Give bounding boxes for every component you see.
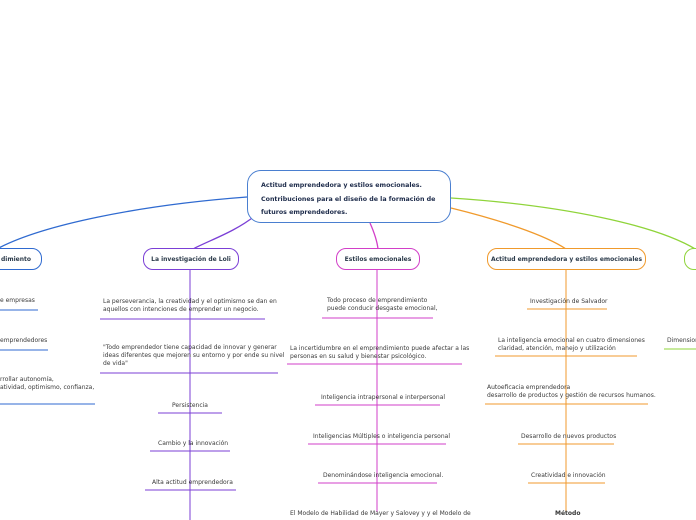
branch-4-item-7: Creatividad e innovación <box>531 472 606 479</box>
branch-2-node[interactable]: La investigación de Loli <box>143 248 239 270</box>
branch-2-item-2: aquellos con intenciones de emprender un… <box>103 306 259 313</box>
branch-4-node[interactable]: Actitud emprendedora y estilos emocional… <box>487 248 646 270</box>
branch-3-node[interactable]: Estilos emocionales <box>336 248 420 270</box>
branch-4-item-3: claridad, atención, manejo y utilización <box>498 345 616 352</box>
connector-branch-5 <box>450 197 696 251</box>
connector-branch-3 <box>369 222 379 250</box>
branch-4-title: Actitud emprendedora y estilos emocional… <box>490 255 643 263</box>
branch-3-item-3: La incertidumbre en el emprendimiento pu… <box>290 345 470 352</box>
branch-1-item-3: rrollar autonomía, <box>0 376 54 383</box>
branch-3-item-1: Todo proceso de emprendimiento <box>327 297 428 304</box>
branch-4-item-2: La inteligencia emocional en cuatro dime… <box>498 337 645 344</box>
branch-4-item-4: Autoeficacia emprendedora <box>487 384 571 391</box>
branch-2-title: La investigación de Loli <box>151 255 231 263</box>
connector-branch-2 <box>192 214 257 250</box>
connector-branch-4 <box>450 207 567 250</box>
branch-3-title: Estilos emocionales <box>344 255 412 263</box>
branch-2-item-1: La perseverancia, la creatividad y el op… <box>103 298 277 305</box>
branch-2-item-4: ideas diferentes que mejoren su entorno … <box>103 352 285 359</box>
branch-1-item-4: atividad, optimismo, confianza, <box>0 384 95 391</box>
branch-3-item-5: Inteligencia intrapersonal e interperson… <box>321 394 446 401</box>
branch-2-item-6: Persistencia <box>172 402 208 409</box>
central-topic[interactable]: Actitud emprendedora y estilos emocional… <box>247 170 451 223</box>
branch-1-item-1: e empresas <box>0 297 35 304</box>
central-topic-line-1: Actitud emprendedora y estilos emocional… <box>261 182 422 189</box>
branch-1-node[interactable]: dimiento <box>0 248 42 270</box>
branch-3-item-2: puede conducir desgaste emocional, <box>327 305 438 312</box>
branch-2-item-7: Cambio y la innovación <box>158 440 229 447</box>
branch-3-item-6: Inteligencias Múltiples o inteligencia p… <box>313 433 450 440</box>
central-topic-line-2: Contribuciones para el diseño de la form… <box>261 195 436 203</box>
branch-4-item-5: desarrollo de productos y gestión de rec… <box>487 392 656 399</box>
branch-4-item-6: Desarrollo de nuevos productos <box>521 433 617 440</box>
branch-1-item-2: emprendedores <box>0 337 48 344</box>
branch-4-item-1: Investigación de Salvador <box>530 298 608 305</box>
branch-3-item-4: personas en su salud y bienestar psicoló… <box>290 353 427 360</box>
branch-2-item-8: Alta actitud emprendedora <box>152 479 233 486</box>
connector-branch-1 <box>0 196 248 249</box>
branch-5-item-1: Dimension <box>667 337 696 344</box>
branch-3-item-7: Denominándose inteligencia emocional. <box>323 472 444 479</box>
branch-2-item-3: "Todo emprendedor tiene capacidad de inn… <box>103 344 277 351</box>
branch-1-title: dimiento <box>1 255 31 263</box>
branch-2-item-5: de vida" <box>103 360 128 367</box>
branch-3-item-8: El Modelo de Habilidad de Mayer y Salove… <box>290 510 471 517</box>
branch-4-item-8: Método <box>555 510 581 517</box>
branch-5-node[interactable] <box>684 248 696 270</box>
central-topic-line-3: futuros emprendedores. <box>261 209 348 216</box>
